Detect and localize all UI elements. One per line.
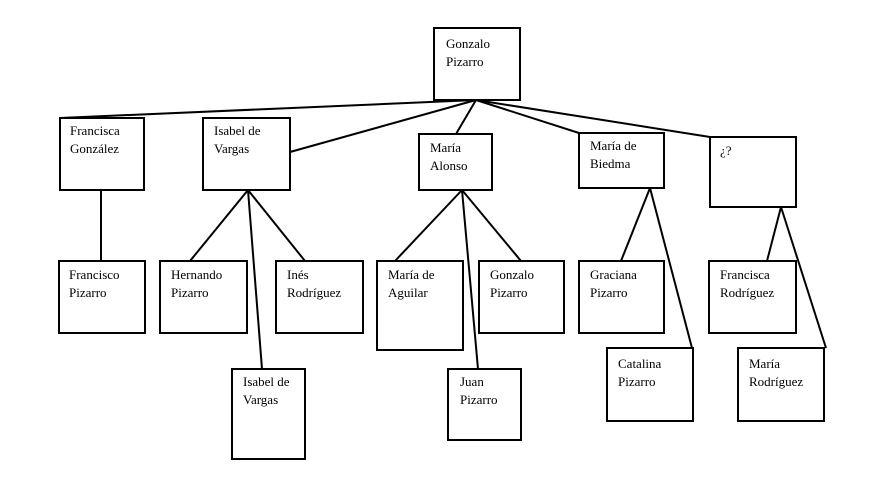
node-label-line: María [749, 356, 780, 371]
link-gonzalo-isabel [289, 99, 477, 153]
node-unknown-partner: ¿? [709, 136, 797, 208]
link-biedma-graciana [620, 187, 651, 262]
link-gonzalo-maria-biedma [475, 99, 580, 134]
node-label: Isabel de Vargas [243, 374, 290, 407]
link-gonzalo-unknown [475, 99, 711, 138]
node-label-line: Pizarro [590, 285, 628, 300]
node-label-line: Gonzalo [490, 267, 534, 282]
link-biedma-catalina [649, 187, 693, 349]
link-gonzalo-francisca [59, 99, 477, 119]
node-label-line: María de [388, 267, 435, 282]
node-label: María de Aguilar [388, 267, 435, 300]
node-label-line: Rodríguez [287, 285, 341, 300]
node-label-line: Pizarro [171, 285, 209, 300]
link-unknown-maria-rodriguez [780, 206, 827, 349]
node-label-line: ¿? [720, 143, 732, 158]
node-label-line: Isabel de [243, 374, 290, 389]
node-label-line: Alonso [430, 158, 468, 173]
node-maria-de-biedma: María de Biedma [578, 132, 665, 189]
node-isabel-de-vargas-child: Isabel de Vargas [231, 368, 306, 460]
node-label-line: María [430, 140, 461, 155]
node-maria-de-aguilar: María de Aguilar [376, 260, 464, 351]
node-label-line: Isabel de [214, 123, 261, 138]
node-label-line: Vargas [214, 141, 249, 156]
link-alonso-juan [461, 189, 479, 370]
node-label-line: Rodríguez [749, 374, 803, 389]
link-gonzalo-maria-alonso [455, 99, 477, 135]
node-label-line: Francisca [70, 123, 120, 138]
node-label-line: González [70, 141, 119, 156]
node-label-line: Juan [460, 374, 484, 389]
node-label-line: Pizarro [490, 285, 528, 300]
node-label-line: Pizarro [446, 54, 484, 69]
link-alonso-gonzalo-child [461, 189, 522, 262]
node-isabel-de-vargas: Isabel de Vargas [202, 117, 291, 191]
node-label-line: Pizarro [460, 392, 498, 407]
node-label-line: Graciana [590, 267, 637, 282]
node-label-line: Pizarro [618, 374, 656, 389]
node-label: Isabel de Vargas [214, 123, 261, 156]
node-label: María de Biedma [590, 138, 637, 171]
link-isabel-isabel-child [247, 189, 263, 370]
node-label-line: Rodríguez [720, 285, 774, 300]
node-label-line: Vargas [243, 392, 278, 407]
link-isabel-ines [247, 189, 306, 262]
node-label-line: Aguilar [388, 285, 428, 300]
node-label-line: Francisca [720, 267, 770, 282]
link-alonso-aguilar [394, 189, 463, 262]
node-label-line: María de [590, 138, 637, 153]
node-label-line: Biedma [590, 156, 631, 171]
link-isabel-hernando [189, 189, 249, 262]
node-label-line: Francisco [69, 267, 120, 282]
node-label-line: Catalina [618, 356, 662, 371]
node-label-line: Inés [287, 267, 309, 282]
link-unknown-francisca-rodriguez [766, 206, 782, 262]
node-label: ¿? [720, 143, 732, 158]
node-label-line: Pizarro [69, 285, 107, 300]
tree-links [59, 99, 827, 370]
node-label-line: Gonzalo [446, 36, 490, 51]
node-label-line: Hernando [171, 267, 222, 282]
